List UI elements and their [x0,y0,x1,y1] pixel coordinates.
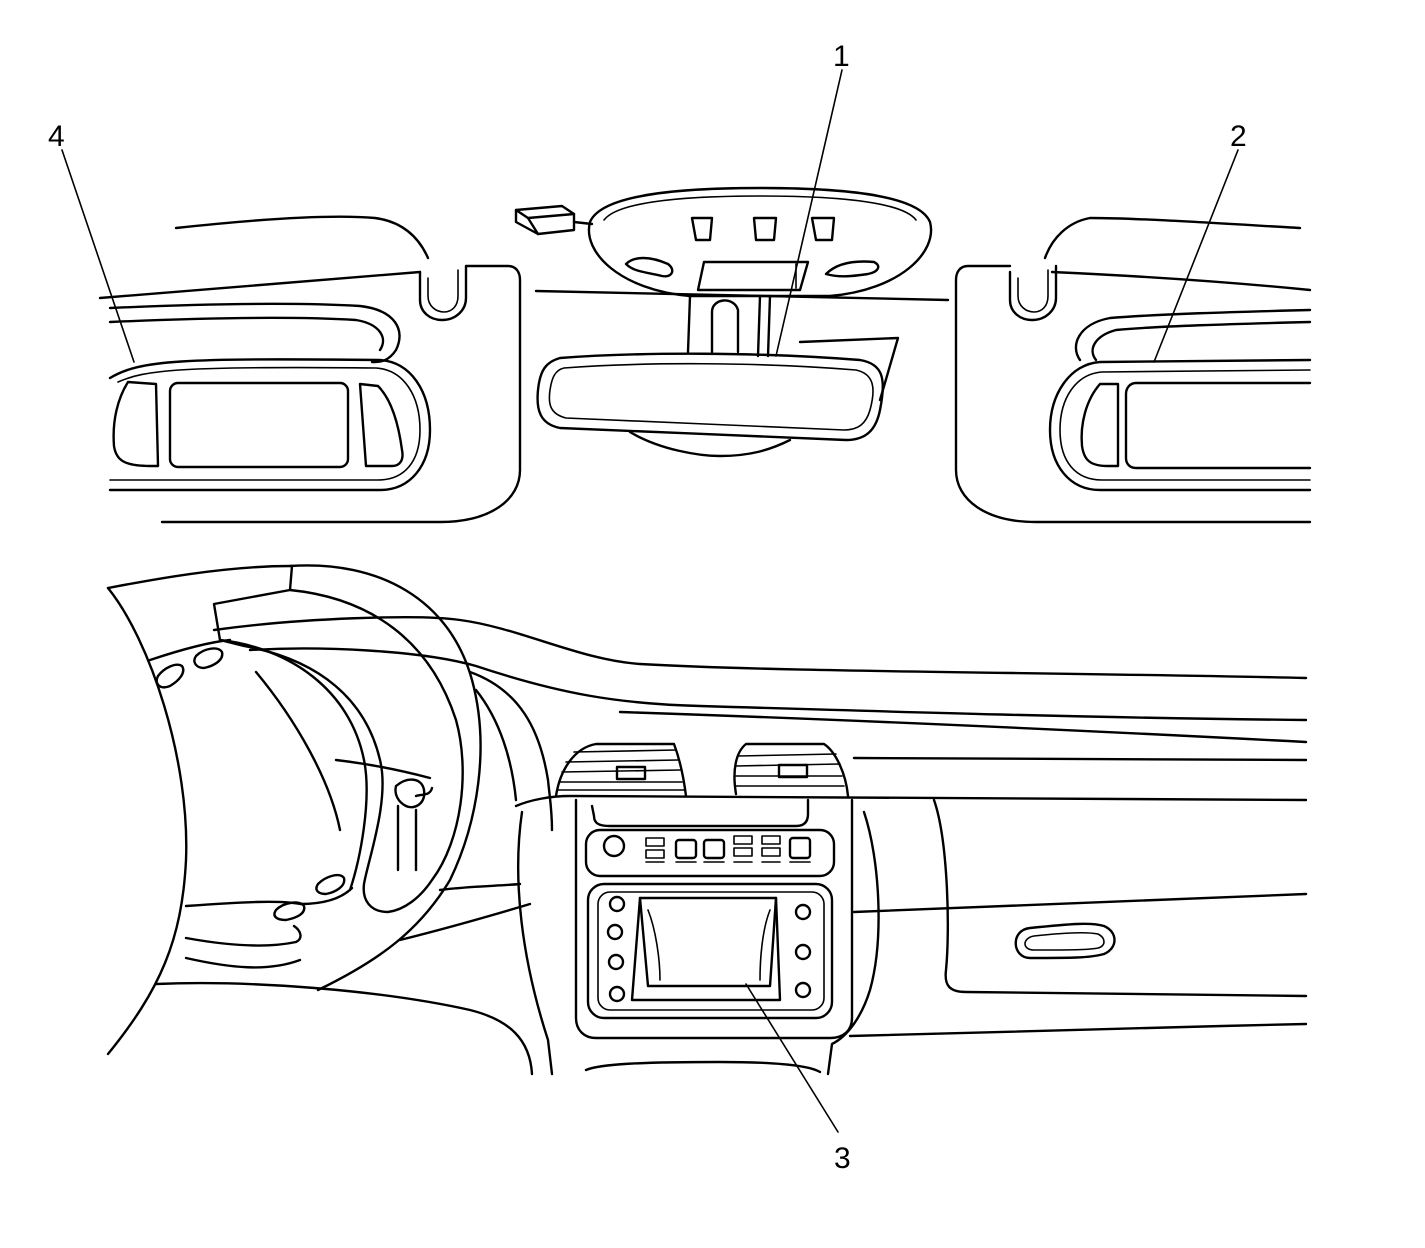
steering-wheel [106,564,482,1056]
center-stack [574,798,854,1040]
callout-labels: 1 2 3 4 [48,40,1247,1175]
right-sun-visor [954,264,1312,524]
callout-2: 2 [1230,120,1247,153]
rearview-mirror [536,294,900,458]
overhead-console [514,186,933,298]
instrument-panel [154,616,1308,1076]
leader-line-3 [745,983,839,1133]
center-air-vents [554,742,850,798]
left-sun-visor [108,264,522,524]
leader-line-2 [1153,149,1239,363]
headliner [98,215,1312,302]
callout-1: 1 [833,40,850,73]
leader-line-1 [775,69,843,357]
leader-lines [61,69,1239,1133]
leader-line-4 [61,149,135,363]
callout-3: 3 [834,1142,851,1175]
callout-4: 4 [48,120,65,153]
